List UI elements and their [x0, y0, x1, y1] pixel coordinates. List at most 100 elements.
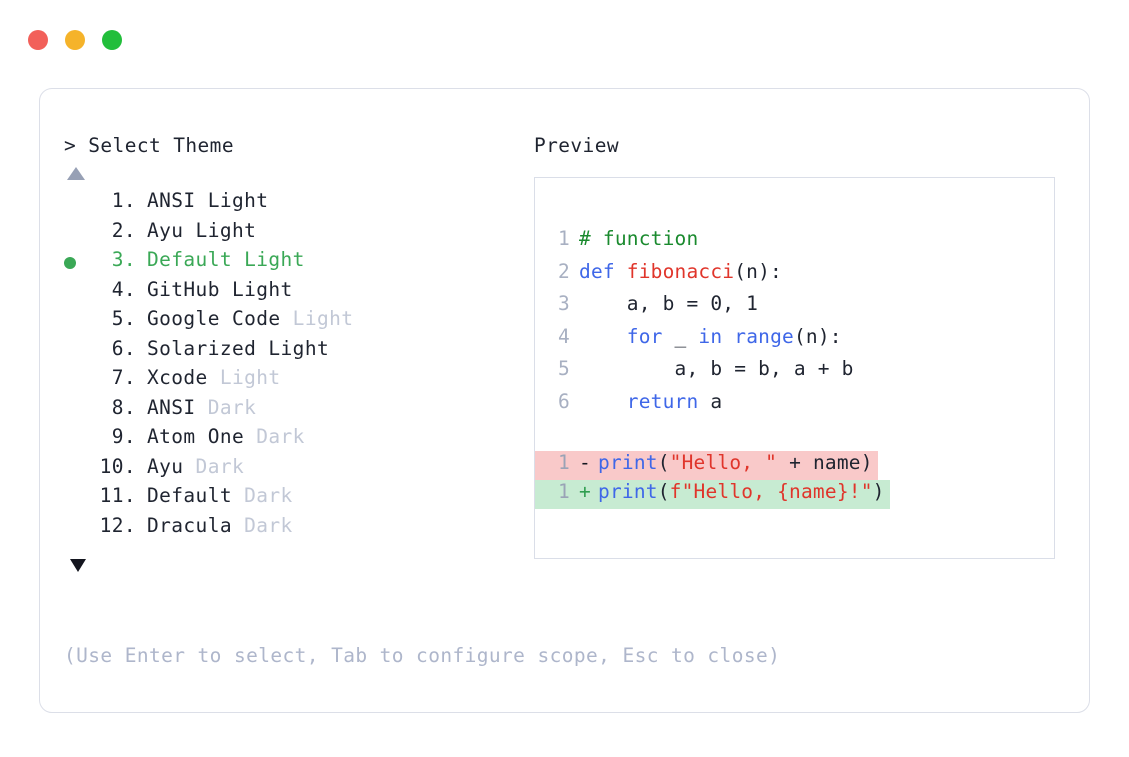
theme-item-label: Default Light — [147, 248, 305, 271]
code-token-plain — [579, 390, 627, 413]
diff-line-del: 1-print("Hello, " + name) — [535, 451, 878, 480]
theme-list: 1. ANSI Light 2. Ayu Light 3. Default Light 4.… — [64, 189, 534, 543]
theme-item-variant: Dark — [183, 454, 245, 478]
code-line: 1# function — [554, 227, 1054, 260]
theme-item-label: Ayu Dark — [147, 454, 245, 478]
diff-marker-del: - — [579, 451, 591, 474]
theme-item-label: ANSI Light — [147, 189, 269, 212]
theme-list-item[interactable]: 1. ANSI Light — [64, 189, 534, 219]
code-token-string: "Hello, " — [669, 451, 778, 474]
code-token-func: fibonacci — [626, 259, 735, 283]
theme-list-item[interactable]: 6. Solarized Light — [64, 337, 534, 367]
theme-item-index: 7. — [111, 366, 136, 389]
code-token-plain: a, b = b, a + b — [579, 357, 854, 380]
theme-item-index: 6. — [111, 336, 136, 360]
code-token-plain: + name) — [777, 451, 873, 474]
diff-line-text: print(f"Hello, {name}!") — [598, 480, 885, 503]
theme-item-variant: Light — [256, 336, 330, 360]
triangle-up-icon[interactable] — [67, 167, 85, 180]
theme-item-index: 4. — [111, 277, 136, 301]
theme-list-item[interactable]: 3. Default Light — [64, 248, 534, 278]
code-line-number: 4 — [558, 324, 570, 348]
diff-marker-add: + — [579, 480, 591, 503]
code-token-plain: (n): — [793, 324, 842, 348]
code-line-number: 2 — [558, 259, 570, 283]
maximize-button[interactable] — [102, 30, 122, 50]
theme-item-index: 1. — [111, 189, 136, 212]
code-token-keyword: in — [698, 324, 723, 348]
theme-list-item[interactable]: 5.Google Code Light — [64, 307, 534, 337]
theme-item-label: Ayu Light — [147, 218, 257, 242]
window-titlebar — [28, 30, 122, 50]
code-line-text: for _ in range(n): — [579, 325, 842, 348]
theme-list-item[interactable]: 10. Ayu Dark — [64, 455, 534, 485]
code-line-text: a, b = b, a + b — [579, 357, 854, 380]
code-line: 4 for _ in range(n): — [554, 325, 1054, 358]
code-line-text: def fibonacci(n): — [579, 260, 782, 283]
code-line-text: a, b = 0, 1 — [579, 292, 758, 315]
theme-item-label: Atom One Dark — [147, 425, 305, 448]
theme-list-item[interactable]: 11. Default Dark — [64, 484, 534, 514]
theme-list-item[interactable]: 2. Ayu Light — [64, 219, 534, 249]
diff-sample: 1-print("Hello, " + name)1 + print(f"Hello… — [535, 451, 1054, 509]
code-token-plain: a — [698, 389, 723, 413]
theme-item-index: 8. — [111, 395, 136, 419]
code-line: 3 a, b = 0, 1 — [554, 292, 1054, 325]
theme-item-index: 10. — [99, 454, 136, 478]
code-token-plain: ( — [657, 451, 670, 474]
theme-item-label: Xcode Light — [147, 366, 281, 389]
theme-item-variant: Dark — [195, 395, 257, 419]
code-line: 2 def fibonacci(n): — [554, 260, 1054, 293]
code-token-plain — [722, 325, 734, 348]
theme-item-index: 5. — [111, 307, 136, 330]
code-token-plain: ( — [657, 480, 670, 503]
theme-list-item[interactable]: 8.ANSI Dark — [64, 396, 534, 426]
theme-item-label: GitHub Light — [147, 277, 293, 301]
theme-item-variant: Dark — [244, 425, 305, 448]
selected-bullet-icon — [64, 256, 92, 269]
triangle-down-icon[interactable] — [70, 559, 86, 572]
theme-item-index: 12. — [99, 513, 136, 537]
close-button[interactable] — [28, 30, 48, 50]
theme-item-index: 2. — [111, 218, 136, 242]
theme-item-index: 9. — [111, 425, 136, 448]
code-token-plain — [579, 325, 627, 348]
diff-line-number: 1 — [558, 480, 570, 503]
code-line-number: 5 — [558, 357, 570, 380]
code-token-plain: ) — [872, 480, 885, 503]
code-line: 5 a, b = b, a + b — [554, 357, 1054, 390]
minimize-button[interactable] — [65, 30, 85, 50]
theme-item-variant: Light — [183, 218, 257, 242]
code-token-keyword: def — [579, 259, 627, 283]
code-token-plain: (n): — [734, 259, 782, 283]
code-line-text: # function — [579, 227, 698, 250]
code-token-builtin: print — [598, 480, 658, 503]
preview-title: Preview — [534, 134, 619, 157]
theme-item-index: 11. — [99, 484, 136, 507]
keyboard-hint: (Use Enter to select, Tab to configure s… — [64, 644, 781, 667]
theme-item-label: Dracula Dark — [147, 513, 293, 537]
theme-list-item[interactable]: 4. GitHub Light — [64, 278, 534, 308]
theme-item-label: Solarized Light — [147, 336, 330, 360]
theme-item-label: Default Dark — [147, 484, 293, 507]
theme-item-variant: Dark — [231, 484, 293, 507]
theme-item-variant: Light — [280, 307, 354, 330]
theme-item-variant: Light — [219, 277, 293, 301]
theme-list-item[interactable]: 12. Dracula Dark — [64, 514, 534, 544]
theme-list-item[interactable]: 7. Xcode Light — [64, 366, 534, 396]
theme-item-variant: Dark — [231, 513, 293, 537]
selected-dot-icon — [64, 256, 76, 269]
code-line-number: 6 — [558, 389, 570, 413]
code-token-keyword: return — [626, 389, 699, 413]
code-line-text: return a — [579, 390, 722, 413]
theme-list-item[interactable]: 9. Atom One Dark — [64, 425, 534, 455]
code-token-builtin: print — [598, 451, 658, 474]
theme-item-index: 3. — [111, 248, 136, 271]
code-token-plain: a, b = 0, 1 — [579, 292, 759, 315]
code-token-plain: _ — [662, 324, 699, 348]
code-token-keyword: for — [626, 324, 663, 348]
